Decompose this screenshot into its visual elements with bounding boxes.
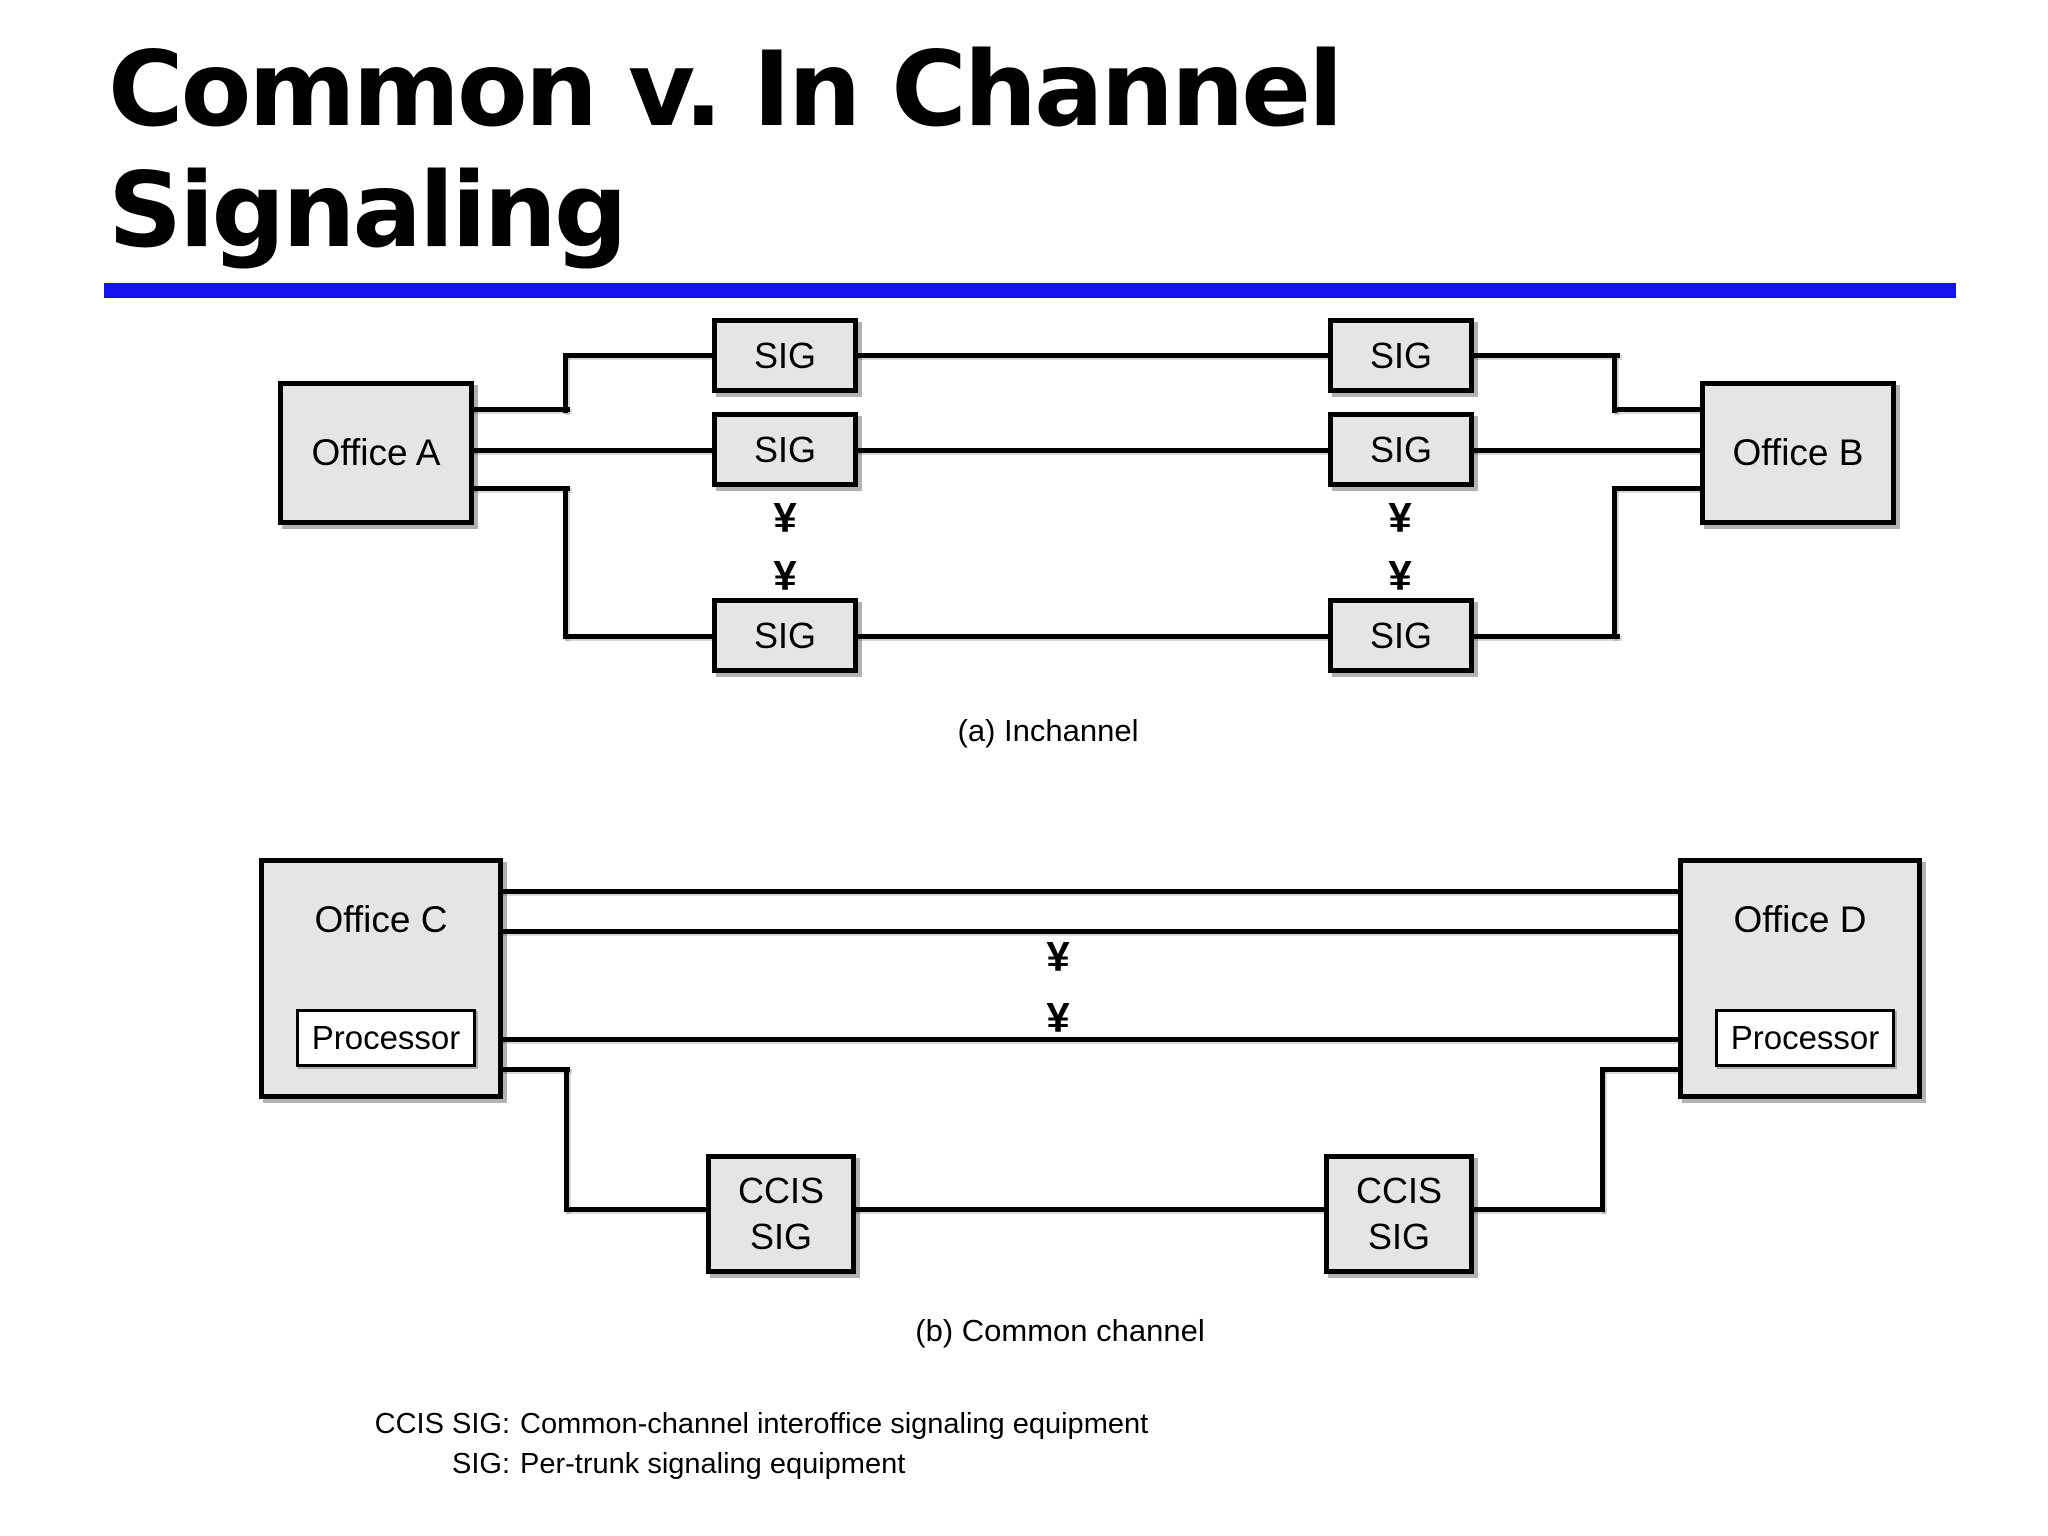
continuation-symbol: ¥ bbox=[1046, 994, 1070, 1041]
a-bottom-stub-left bbox=[470, 486, 570, 491]
ccis-label-line2: SIG bbox=[749, 1216, 812, 1257]
processor-box: Processor bbox=[1715, 1009, 1895, 1067]
b-trunk-line-3 bbox=[500, 1037, 1682, 1042]
diagram-a-caption: (a) Inchannel bbox=[957, 713, 1139, 748]
sig-box-top-right: SIG bbox=[1328, 318, 1474, 393]
legend: CCIS SIG: Common-channel interoffice sig… bbox=[278, 1404, 1149, 1484]
sig-box-bottom-left: SIG bbox=[712, 598, 858, 673]
continuation-symbol: ¥ bbox=[1388, 494, 1412, 541]
a-mid-line-right bbox=[1472, 448, 1704, 453]
a-bottom-line-left bbox=[563, 634, 714, 639]
sig-box-top-left: SIG bbox=[712, 318, 858, 393]
a-bottom-jog-right bbox=[1612, 486, 1617, 639]
ccis-label-line1: CCIS bbox=[1355, 1170, 1442, 1211]
b-signal-drop-left bbox=[564, 1067, 569, 1212]
a-top-jog-right bbox=[1612, 353, 1617, 413]
a-top-stub-right bbox=[1612, 407, 1704, 412]
office-a-label: Office A bbox=[311, 432, 441, 473]
continuation-symbol: ¥ bbox=[773, 552, 797, 599]
a-top-line-right bbox=[1472, 353, 1620, 358]
page-title-line1: Common v. In Channel bbox=[108, 30, 1343, 150]
office-d-box: Office D Processor bbox=[1678, 858, 1922, 1099]
sig-label: SIG bbox=[753, 428, 816, 470]
sig-label: SIG bbox=[753, 334, 816, 376]
b-trunk-line-2 bbox=[500, 929, 1682, 934]
sig-label: SIG bbox=[1369, 428, 1432, 470]
processor-label: Processor bbox=[311, 1019, 461, 1056]
office-c-box: Office C Processor bbox=[259, 858, 503, 1099]
a-top-stub-left bbox=[470, 407, 570, 412]
legend-term: CCIS SIG: bbox=[374, 1408, 510, 1440]
legend-term: SIG: bbox=[451, 1448, 510, 1480]
office-c-label: Office C bbox=[314, 899, 448, 940]
b-signal-line-left bbox=[564, 1207, 708, 1212]
sig-label: SIG bbox=[753, 614, 816, 656]
a-bottom-stub-right bbox=[1612, 486, 1704, 491]
office-a-box: Office A bbox=[278, 381, 474, 525]
b-signal-drop-right bbox=[1600, 1067, 1605, 1212]
page-title: Common v. In Channel Signaling bbox=[108, 30, 1968, 271]
office-d-label: Office D bbox=[1733, 899, 1867, 940]
ccis-sig-box-left: CCIS SIG bbox=[706, 1154, 856, 1274]
office-b-label: Office B bbox=[1732, 432, 1864, 473]
sig-label: SIG bbox=[1369, 334, 1432, 376]
a-mid-line-left bbox=[470, 448, 714, 453]
a-top-line-left bbox=[563, 353, 714, 358]
a-mid-line-middle bbox=[856, 448, 1330, 453]
continuation-symbol: ¥ bbox=[1046, 933, 1070, 980]
sig-box-mid-left: SIG bbox=[712, 412, 858, 487]
legend-definition: Per-trunk signaling equipment bbox=[520, 1448, 906, 1480]
a-bottom-jog-left bbox=[563, 486, 568, 639]
continuation-symbol: ¥ bbox=[1388, 552, 1412, 599]
sig-label: SIG bbox=[1369, 614, 1432, 656]
page-title-line2: Signaling bbox=[108, 150, 628, 271]
a-bottom-line-right bbox=[1472, 634, 1620, 639]
processor-label: Processor bbox=[1730, 1019, 1880, 1056]
diagram-b-caption: (b) Common channel bbox=[915, 1313, 1205, 1348]
legend-definition: Common-channel interoffice signaling equ… bbox=[520, 1408, 1149, 1440]
ccis-sig-box-right: CCIS SIG bbox=[1324, 1154, 1474, 1274]
b-signal-line-middle bbox=[854, 1207, 1326, 1212]
title-accent-rule bbox=[104, 283, 1956, 298]
b-trunk-line-1 bbox=[500, 889, 1682, 894]
ccis-label-line1: CCIS bbox=[737, 1170, 824, 1211]
sig-box-mid-right: SIG bbox=[1328, 412, 1474, 487]
processor-box: Processor bbox=[296, 1009, 476, 1067]
office-b-box: Office B bbox=[1700, 381, 1896, 525]
b-signal-stub-left bbox=[500, 1067, 570, 1072]
a-top-line-middle bbox=[856, 353, 1330, 358]
continuation-symbol: ¥ bbox=[773, 494, 797, 541]
b-signal-stub-right bbox=[1600, 1067, 1682, 1072]
b-signal-line-right bbox=[1472, 1207, 1604, 1212]
a-top-jog-left bbox=[563, 353, 568, 413]
ccis-label-line2: SIG bbox=[1367, 1216, 1430, 1257]
a-bottom-line-middle bbox=[856, 634, 1330, 639]
sig-box-bottom-right: SIG bbox=[1328, 598, 1474, 673]
